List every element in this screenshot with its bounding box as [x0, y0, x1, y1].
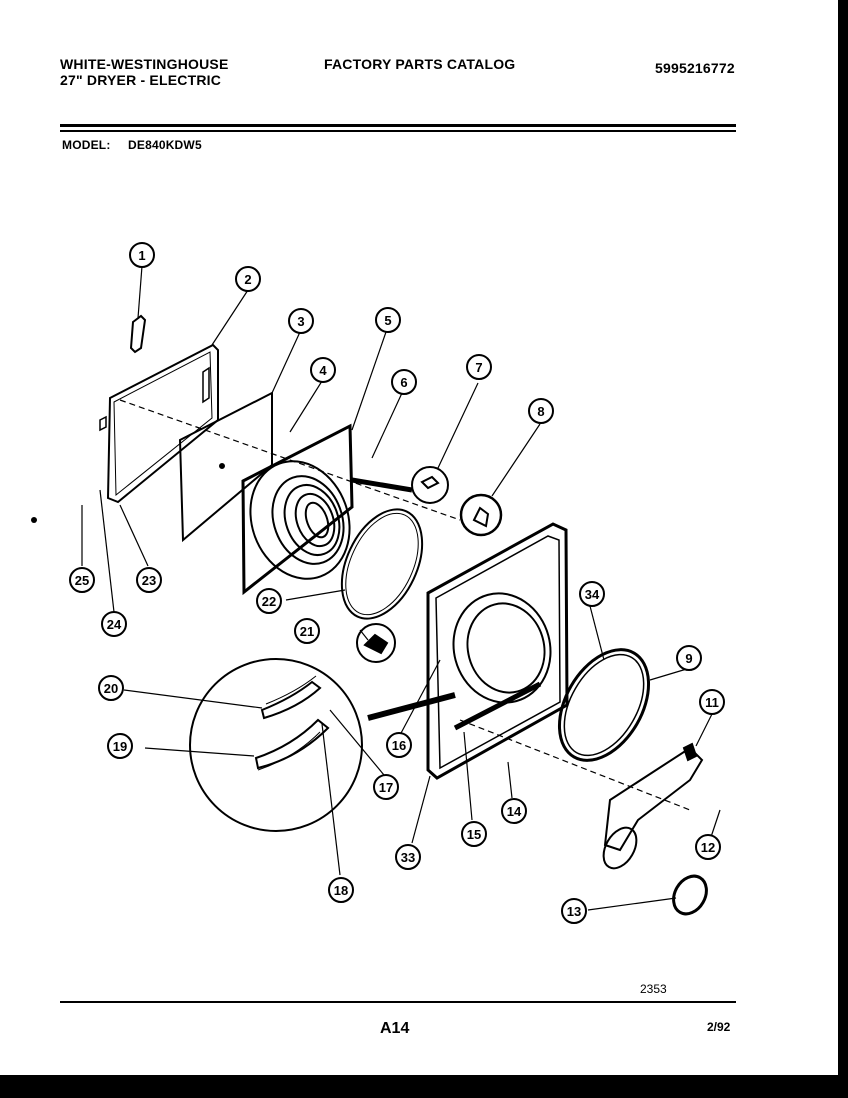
callout-label: 1 [138, 248, 145, 263]
callout-14: 14 [501, 798, 527, 824]
figure-number: 2353 [640, 982, 667, 996]
callout-16: 16 [386, 732, 412, 758]
callout-label: 19 [113, 739, 127, 754]
callout-23: 23 [136, 567, 162, 593]
callout-label: 2 [244, 272, 251, 287]
callout-label: 15 [467, 827, 481, 842]
callout-label: 8 [537, 404, 544, 419]
callout-2: 2 [235, 266, 261, 292]
header-rule-thin [60, 130, 736, 132]
catalog-title: FACTORY PARTS CATALOG [324, 56, 516, 72]
header-rule [60, 124, 736, 127]
part-22-seal [340, 508, 424, 620]
part-34-door-ring [557, 648, 651, 762]
callout-label: 5 [384, 313, 391, 328]
part-21-catch [356, 623, 396, 663]
callout-8: 8 [528, 398, 554, 424]
brand-line-2: 27" DRYER - ELECTRIC [60, 72, 222, 88]
callout-label: 34 [585, 587, 600, 602]
callout-15: 15 [461, 821, 487, 847]
callout-label: 13 [567, 904, 581, 919]
part-33-front-panel [426, 522, 569, 780]
callout-label: 14 [507, 804, 522, 819]
brand-line-1: WHITE-WESTINGHOUSE [60, 56, 229, 72]
model-value: DE840KDW5 [128, 138, 202, 152]
part-13-hinge-cover [672, 874, 708, 916]
document-number: 5995216772 [655, 60, 735, 76]
page-number: A14 [380, 1020, 410, 1037]
callout-label: 22 [262, 594, 276, 609]
callout-label: 24 [107, 617, 122, 632]
callout-9: 9 [676, 645, 702, 671]
callout-label: 25 [75, 573, 89, 588]
callout-label: 7 [475, 360, 482, 375]
callout-label: 20 [104, 681, 118, 696]
part-5-bulkhead [241, 423, 354, 596]
part-2-top-panel [106, 343, 219, 504]
callout-13: 13 [561, 898, 587, 924]
callout-label: 4 [319, 363, 327, 378]
callout-label: 3 [297, 314, 304, 329]
callout-label: 12 [701, 840, 715, 855]
callout-5: 5 [375, 307, 401, 333]
callout-25: 25 [69, 567, 95, 593]
callout-19: 19 [107, 733, 133, 759]
part-11-door-handle [603, 746, 704, 852]
callout-21: 21 [294, 618, 320, 644]
callout-12: 12 [695, 834, 721, 860]
callout-20: 20 [98, 675, 124, 701]
callout-label: 6 [400, 375, 407, 390]
callout-3: 3 [288, 308, 314, 334]
part-3-filter [178, 391, 273, 543]
brand-header: WHITE-WESTINGHOUSE 27" DRYER - ELECTRIC [60, 56, 228, 88]
callout-22: 22 [256, 588, 282, 614]
detail-view-circle [189, 658, 363, 832]
part-8-lock [459, 493, 503, 537]
scan-mark [31, 517, 37, 523]
callout-label: 21 [300, 624, 314, 639]
callout-label: 18 [334, 883, 348, 898]
callout-33: 33 [395, 844, 421, 870]
callout-label: 9 [685, 651, 692, 666]
callout-24: 24 [101, 611, 127, 637]
callout-11: 11 [699, 689, 725, 715]
scan-border-bottom [0, 1075, 848, 1098]
callout-label: 33 [401, 850, 415, 865]
callout-34: 34 [579, 581, 605, 607]
callout-label: 11 [705, 695, 719, 710]
part-1-bracket [129, 314, 147, 354]
footer-rule [60, 1001, 736, 1003]
part-7-switch [411, 466, 449, 504]
print-date: 2/92 [707, 1020, 731, 1034]
callout-label: 23 [142, 573, 156, 588]
callout-6: 6 [391, 369, 417, 395]
model-label: MODEL: [62, 138, 111, 152]
callout-1: 1 [129, 242, 155, 268]
callout-17: 17 [373, 774, 399, 800]
callout-7: 7 [466, 354, 492, 380]
callout-label: 17 [379, 780, 393, 795]
callout-label: 16 [392, 738, 406, 753]
scan-border-right [838, 0, 848, 1098]
callout-18: 18 [328, 877, 354, 903]
callout-4: 4 [310, 357, 336, 383]
